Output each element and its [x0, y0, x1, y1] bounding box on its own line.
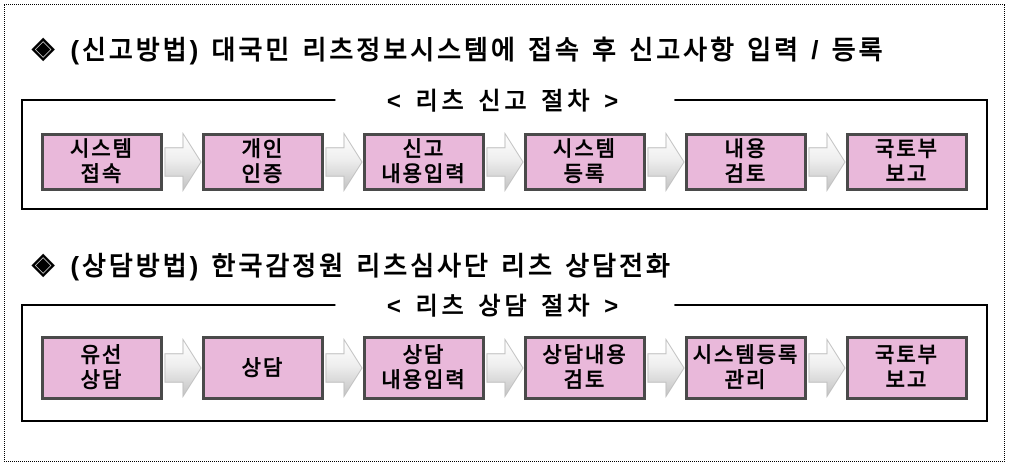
section-consult-header: ◈ (상담방법) 한국감정원 리츠심사단 리츠 상담전화 [5, 246, 1004, 283]
flow-step: 신고 내용입력 [363, 133, 485, 191]
flow-step-label: 상담 [241, 356, 285, 380]
diamond-bullet-icon: ◈ [32, 248, 55, 280]
flow-step: 유선 상담 [41, 336, 163, 400]
flow-step: 시스템 접속 [41, 133, 163, 191]
flow-step-label: 유선 상담 [80, 344, 124, 392]
right-arrow-icon [163, 131, 202, 193]
flow-step-label: 시스템 접속 [70, 138, 134, 186]
section-consult-title: (상담방법) 한국감정원 리츠심사단 리츠 상담전화 [70, 251, 673, 281]
flow-step: 개인 인증 [202, 133, 324, 191]
flow-step-label: 시스템 등록 [553, 138, 617, 186]
flow-step: 상담 내용입력 [363, 336, 485, 400]
flow-step: 국토부 보고 [846, 133, 968, 191]
right-arrow-icon [163, 337, 202, 399]
report-flow-panel: < 리츠 신고 절차 > 시스템 접속 개인 인증 신고 내용입력 시스템 등록… [21, 87, 988, 210]
right-arrow-icon [646, 131, 685, 193]
flow-step: 시스템등록 관리 [685, 336, 807, 400]
consult-flow-panel: < 리츠 상담 절차 > 유선 상담 상담 상담 내용입력 상담내용 검토 시스… [21, 292, 988, 422]
right-arrow-icon [646, 337, 685, 399]
flow-step: 국토부 보고 [846, 336, 968, 400]
flow-step-label: 국토부 보고 [875, 138, 939, 186]
flow-step-label: 내용 검토 [724, 138, 768, 186]
flow-step: 상담 [202, 336, 324, 400]
report-flow-row: 시스템 접속 개인 인증 신고 내용입력 시스템 등록 내용 검토 국토부 보고 [23, 101, 986, 193]
right-arrow-icon [485, 131, 524, 193]
flow-step-label: 국토부 보고 [875, 344, 939, 392]
consult-flow-row: 유선 상담 상담 상담 내용입력 상담내용 검토 시스템등록 관리 국토부 보고 [23, 306, 986, 400]
flow-step-label: 개인 인증 [241, 138, 285, 186]
right-arrow-icon [324, 131, 363, 193]
section-report-title: (신고방법) 대국민 리츠정보시스템에 접속 후 신고사항 입력 / 등록 [70, 35, 886, 65]
flow-step: 상담내용 검토 [524, 336, 646, 400]
section-report-header: ◈ (신고방법) 대국민 리츠정보시스템에 접속 후 신고사항 입력 / 등록 [5, 30, 1004, 67]
flow-step-label: 상담내용 검토 [542, 344, 628, 392]
flow-step-label: 상담 내용입력 [381, 344, 467, 392]
right-arrow-icon [485, 337, 524, 399]
document-page: ◈ (신고방법) 대국민 리츠정보시스템에 접속 후 신고사항 입력 / 등록 … [4, 4, 1005, 462]
flow-step: 시스템 등록 [524, 133, 646, 191]
flow-step-label: 신고 내용입력 [381, 138, 467, 186]
flow-step: 내용 검토 [685, 133, 807, 191]
diamond-bullet-icon: ◈ [32, 32, 55, 64]
report-flow-legend: < 리츠 신고 절차 > [334, 87, 675, 117]
consult-flow-legend: < 리츠 상담 절차 > [334, 292, 675, 322]
right-arrow-icon [324, 337, 363, 399]
right-arrow-icon [807, 131, 846, 193]
flow-step-label: 시스템등록 관리 [692, 344, 800, 392]
right-arrow-icon [807, 337, 846, 399]
